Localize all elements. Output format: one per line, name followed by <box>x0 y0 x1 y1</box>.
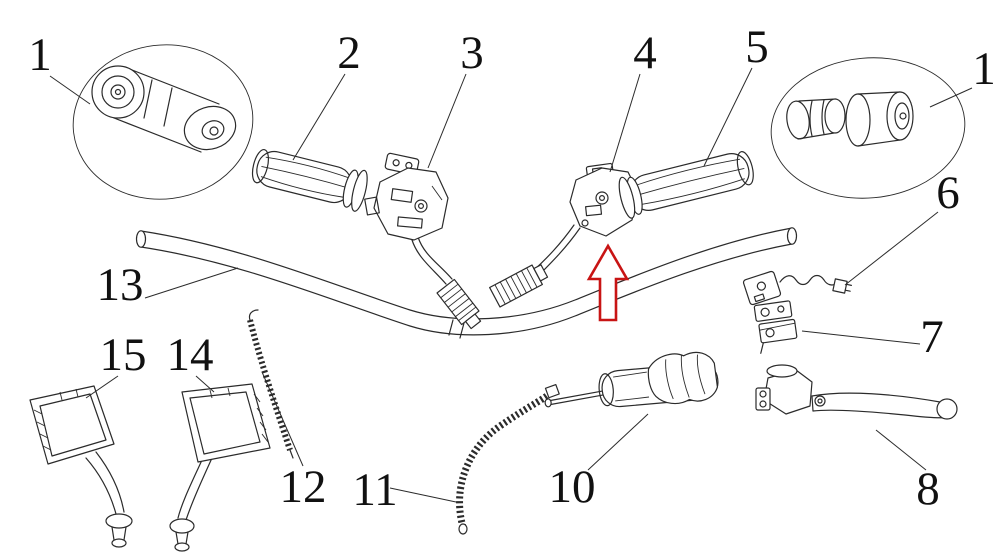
leader-line <box>195 375 215 393</box>
leader-line <box>609 73 641 173</box>
ribbed-cable <box>247 309 294 459</box>
bar-end-grip-detail-left <box>91 65 237 153</box>
callout-label-2: 2 <box>337 27 361 79</box>
leader-line <box>85 375 119 399</box>
leader-line <box>292 73 346 161</box>
right-switch-connector <box>489 264 549 308</box>
left-switch-cable <box>411 236 453 285</box>
callout-label-4: 4 <box>633 27 657 79</box>
handlebar <box>135 227 798 339</box>
callout-label-12: 12 <box>280 461 327 513</box>
left-switch-connector <box>436 278 482 330</box>
callout-label-15: 15 <box>100 329 147 381</box>
mirror-left <box>29 385 133 548</box>
callout-label-6: 6 <box>936 167 960 219</box>
detail-bubble-right <box>770 57 966 199</box>
left-switch-housing <box>364 152 449 241</box>
callout-label-14: 14 <box>167 329 214 381</box>
left-grip <box>251 148 368 212</box>
leader-line <box>389 487 457 503</box>
bar-end-grip-detail-right <box>786 91 914 147</box>
leader-line <box>144 267 239 299</box>
leader-line <box>587 413 649 471</box>
leader-line <box>801 330 921 345</box>
mirror-right <box>169 383 271 552</box>
detail-bubble-left <box>72 44 254 200</box>
callout-label-5: 5 <box>745 21 769 73</box>
callout-label-1-left: 1 <box>28 29 52 81</box>
leader-line <box>875 429 927 471</box>
callout-label-8: 8 <box>916 463 940 515</box>
callout-label-10: 10 <box>549 461 596 513</box>
leader-lines <box>49 67 973 503</box>
throttle-sleeve <box>544 351 719 408</box>
brake-lever-assembly <box>755 364 958 420</box>
red-arrow-annotation <box>586 243 630 322</box>
callout-label-11: 11 <box>352 464 397 516</box>
callout-label-3: 3 <box>460 27 484 79</box>
leader-line <box>49 75 91 105</box>
leader-line <box>261 371 304 467</box>
callout-labels: 1 2 3 4 5 1 6 13 15 14 7 12 11 10 8 <box>28 21 996 516</box>
leader-line <box>929 87 973 108</box>
wired-switch <box>742 270 852 306</box>
callout-label-13: 13 <box>97 259 144 311</box>
leader-line <box>844 211 939 286</box>
callout-label-1-right: 1 <box>972 43 996 95</box>
leader-line <box>427 73 467 169</box>
callout-label-7: 7 <box>920 311 944 363</box>
leader-line <box>703 67 753 167</box>
right-grip <box>618 151 754 219</box>
coiled-cable <box>456 383 560 535</box>
lever-clamp <box>753 300 798 354</box>
